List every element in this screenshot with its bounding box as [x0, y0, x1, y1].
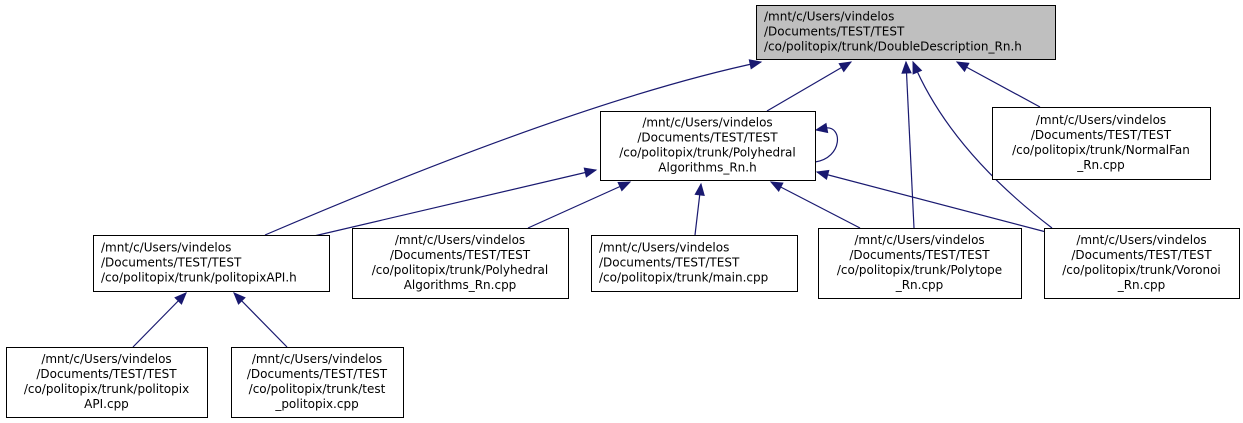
node-box [352, 228, 569, 299]
edges-layer [132, 59, 1053, 348]
node-label-line: Algorithms_Rn.cpp [404, 278, 517, 292]
node-label-line: /co/politopix/trunk/DoubleDescription_Rn… [764, 40, 1022, 54]
node-label-line: _Rn.cpp [895, 278, 944, 292]
node-label-line: /Documents/TEST/TEST [247, 367, 388, 381]
node-label-line: /mnt/c/Users/vindelos [764, 10, 894, 24]
edge-polyhedralalgorithms_h-to-doubledescription_h [766, 61, 853, 112]
node-label-line: /co/politopix/trunk/NormalFan [1012, 143, 1190, 157]
node-label-line: /mnt/c/Users/vindelos [252, 352, 382, 366]
node-label-line: /Documents/TEST/TEST [849, 248, 990, 262]
arrow-head-icon [838, 61, 853, 73]
arrow-head-icon [748, 59, 763, 70]
node-label-line: _Rn.cpp [1117, 278, 1166, 292]
edge-main_cpp-to-polyhedralalgorithms_h [694, 182, 705, 236]
node-label-line: /mnt/c/Users/vindelos [41, 352, 171, 366]
edge-line [313, 169, 597, 237]
node-label-line: /mnt/c/Users/vindelos [1076, 233, 1206, 247]
arrow-head-icon [815, 169, 830, 180]
edge-line [814, 127, 839, 163]
nodes-layer: /mnt/c/Users/vindelos/Documents/TEST/TES… [6, 5, 1240, 418]
edge-politopixapi_h-to-polyhedralalgorithms_h [313, 167, 598, 237]
node-label-line: /Documents/TEST/TEST [390, 248, 531, 262]
node-politopixapi_h[interactable]: /mnt/c/Users/vindelos/Documents/TEST/TES… [93, 235, 330, 292]
arrow-head-icon [912, 60, 923, 75]
node-label-line: /co/politopix/trunk/main.cpp [599, 271, 768, 285]
node-label-line: /Documents/TEST/TEST [101, 256, 242, 270]
node-box [6, 347, 208, 418]
node-label-line: /mnt/c/Users/vindelos [854, 233, 984, 247]
edge-line [766, 61, 852, 112]
edge-polytope_cpp-to-polyhedralalgorithms_h [769, 181, 861, 229]
node-polyhedralalgorithms_cpp[interactable]: /mnt/c/Users/vindelos/Documents/TEST/TES… [352, 228, 569, 299]
arrow-head-icon [769, 181, 784, 192]
node-box [818, 228, 1022, 299]
node-polyhedralalgorithms_h[interactable]: /mnt/c/Users/vindelos/Documents/TEST/TES… [600, 111, 816, 181]
arrow-head-icon [955, 61, 970, 73]
edge-line [233, 292, 288, 348]
node-label-line: /co/politopix/trunk/Polytope [837, 263, 1002, 277]
arrow-head-icon [174, 292, 187, 305]
node-label-line: /mnt/c/Users/vindelos [599, 241, 729, 255]
edge-line [770, 181, 861, 229]
arrow-head-icon [901, 60, 912, 74]
node-box [591, 235, 798, 292]
node-label-line: /Documents/TEST/TEST [637, 131, 778, 145]
node-voronoi_cpp[interactable]: /mnt/c/Users/vindelos/Documents/TEST/TES… [1044, 228, 1240, 299]
node-polytope_cpp[interactable]: /mnt/c/Users/vindelos/Documents/TEST/TES… [818, 228, 1022, 299]
node-label-line: Algorithms_Rn.h [658, 161, 756, 175]
node-box [756, 5, 1056, 60]
edge-normalfan_cpp-to-doubledescription_h [955, 61, 1041, 108]
edge-polyhedralalgorithms_cpp-to-polyhedralalgorithms_h [527, 181, 632, 229]
edge-line [912, 61, 1053, 229]
node-label-line: /co/politopix/trunk/politopix [24, 382, 189, 396]
node-politopixapi_cpp[interactable]: /mnt/c/Users/vindelos/Documents/TEST/TES… [6, 347, 208, 418]
edge-test_politopix_cpp-to-politopixapi_h [233, 292, 288, 348]
arrow-head-icon [694, 182, 705, 197]
node-box [93, 235, 330, 292]
node-label-line: /Documents/TEST/TEST [1031, 128, 1172, 142]
edge-line [956, 61, 1041, 108]
node-label-line: /co/politopix/trunk/politopixAPI.h [101, 271, 297, 285]
edge-line [132, 292, 187, 348]
node-label-line: _Rn.cpp [1076, 158, 1125, 172]
edge-line [264, 61, 762, 236]
node-label-line: API.cpp [84, 397, 129, 411]
node-label-line: /Documents/TEST/TEST [36, 367, 177, 381]
arrow-head-icon [583, 167, 598, 178]
edge-voronoi_cpp-to-polyhedralalgorithms_h [815, 169, 1051, 234]
node-box [231, 347, 404, 418]
node-doubledescription_h[interactable]: /mnt/c/Users/vindelos/Documents/TEST/TES… [756, 5, 1056, 60]
arrow-head-icon [814, 122, 829, 134]
edge-polytope_cpp-to-doubledescription_h [901, 60, 915, 229]
edge-line [905, 61, 915, 229]
node-label-line: /mnt/c/Users/vindelos [395, 233, 525, 247]
node-label-line: /mnt/c/Users/vindelos [1036, 113, 1166, 127]
node-label-line: /mnt/c/Users/vindelos [101, 241, 231, 255]
node-box [600, 111, 816, 181]
node-label-line: /co/politopix/trunk/Polyhedral [619, 146, 795, 160]
node-label-line: /Documents/TEST/TEST [1071, 248, 1212, 262]
node-label-line: /mnt/c/Users/vindelos [642, 116, 772, 130]
edge-politopixapi_cpp-to-politopixapi_h [132, 292, 187, 348]
node-label-line: /Documents/TEST/TEST [599, 256, 740, 270]
edge-voronoi_cpp-to-doubledescription_h [912, 60, 1053, 229]
node-label-line: /co/politopix/trunk/Voronoi [1062, 263, 1221, 277]
node-test_politopix_cpp[interactable]: /mnt/c/Users/vindelos/Documents/TEST/TES… [231, 347, 404, 418]
edge-line [816, 171, 1051, 234]
node-label-line: /co/politopix/trunk/test [249, 382, 386, 396]
edge-polyhedralalgorithms_h-to-polyhedralalgorithms_h [814, 122, 839, 163]
node-label-line: /co/politopix/trunk/Polyhedral [372, 263, 548, 277]
edge-politopixapi_h-to-doubledescription_h [264, 59, 763, 236]
arrow-head-icon [617, 181, 632, 192]
node-box [992, 107, 1211, 180]
node-main_cpp[interactable]: /mnt/c/Users/vindelos/Documents/TEST/TES… [591, 235, 798, 292]
node-label-line: _politopix.cpp [274, 397, 358, 411]
node-normalfan_cpp[interactable]: /mnt/c/Users/vindelos/Documents/TEST/TES… [992, 107, 1211, 180]
edge-line [527, 181, 631, 229]
arrow-head-icon [233, 292, 246, 305]
node-label-line: /Documents/TEST/TEST [764, 25, 905, 39]
node-box [1044, 228, 1240, 299]
